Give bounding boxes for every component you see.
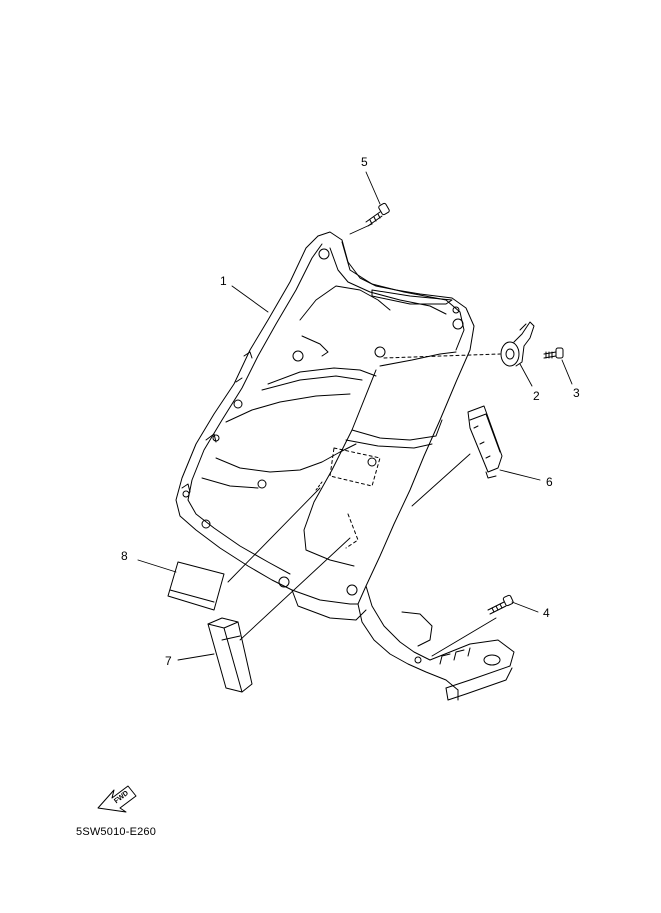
- diagram-code: 5SW5010-E260: [76, 826, 157, 838]
- screw-part-5: [365, 202, 390, 227]
- callout-7: 7: [165, 654, 172, 668]
- bolt-part-4: [487, 594, 514, 615]
- callout-3: 3: [573, 386, 580, 400]
- callout-6: 6: [546, 475, 553, 489]
- damper-part-7: [207, 617, 253, 693]
- pad-part-8: [167, 561, 225, 611]
- callout-5: 5: [361, 155, 368, 169]
- leader-lines: [137, 171, 573, 661]
- fwd-arrow-icon: FWD: [97, 785, 137, 813]
- callout-2: 2: [533, 389, 540, 403]
- screw-part-3: [543, 347, 564, 359]
- callout-8: 8: [121, 549, 128, 563]
- clip-part: [500, 321, 535, 367]
- callout-4: 4: [543, 606, 550, 620]
- bracket-part: [467, 405, 503, 479]
- leg-shield-part: [175, 231, 515, 701]
- callout-1: 1: [220, 274, 227, 288]
